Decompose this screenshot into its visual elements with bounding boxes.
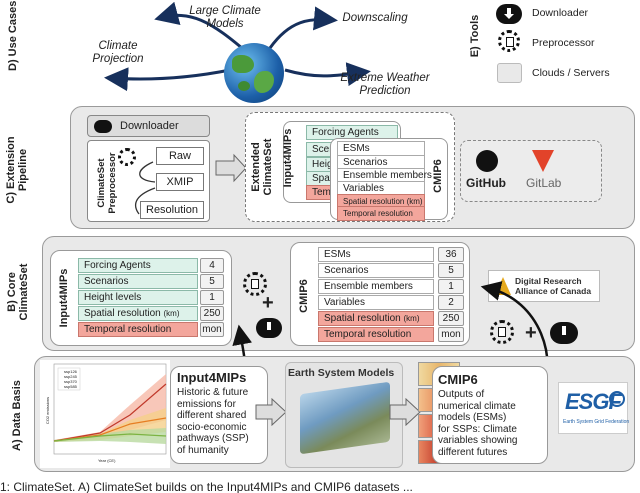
core-input-value: 5: [200, 274, 224, 289]
core-cmip-row: ESMs: [318, 247, 434, 262]
use-case-large-climate-models: Large Climate Models: [189, 5, 261, 30]
preprocessor-icon: [243, 272, 267, 296]
chart-xlabel: Year (CE): [98, 458, 116, 463]
core-input-value: 1: [200, 290, 224, 305]
section-label-core: B) Core ClimateSet: [6, 263, 30, 321]
figure-caption: 1: ClimateSet. A) ClimateSet builds on t…: [0, 480, 413, 493]
core-cmip-row: Scenarios: [318, 263, 434, 278]
alliance-label: Digital Research Alliance of Canada: [515, 276, 592, 296]
plus-icon: +: [262, 292, 274, 314]
input4mips-info-desc: Historic & future emissions for differen…: [177, 387, 249, 456]
downloader-icon: [550, 322, 578, 344]
use-case-climate-projection: Climate Projection: [92, 40, 144, 65]
github-label: GitHub: [466, 176, 506, 190]
esgf-sublabel: Earth System Grid Federation: [563, 419, 630, 425]
core-cmip-value: 1: [438, 279, 464, 294]
chart-ylabel: CO2 emissions: [45, 396, 51, 425]
core-cmip-row-unit: (km): [403, 314, 420, 323]
input4mips-info-box: [170, 366, 268, 464]
core-cmip-value: 36: [438, 247, 464, 262]
core-input4mips-label: Input4MIPs: [58, 268, 70, 328]
core-cmip-row: Variables: [318, 295, 434, 310]
input4mips-info-title: Input4MIPs: [177, 370, 247, 385]
ext-raw-box: Raw: [156, 147, 204, 165]
core-cmip-row: Spatial resolution (km): [318, 311, 434, 326]
gitlab-label: GitLab: [526, 176, 562, 190]
downloader-icon: [256, 318, 282, 338]
core-cmip-row: Temporal resolution: [318, 327, 434, 342]
tool-downloader-label: Downloader: [532, 7, 589, 19]
core-cmip-value: 2: [438, 295, 464, 310]
downloader-icon: [94, 120, 112, 133]
emissions-chart-svg: [53, 363, 167, 455]
core-cmip-value: 5: [438, 263, 464, 278]
ext-input4mips-label: Input4MIPs: [282, 128, 294, 188]
core-cmip-row-label: Spatial resolution: [324, 313, 401, 324]
use-case-downscaling: Downscaling: [342, 12, 408, 24]
core-input-row: Spatial resolution (km): [78, 306, 198, 321]
chart-legend-item: ssp126: [64, 369, 77, 374]
ext-downloader-label: Downloader: [120, 120, 179, 132]
core-input-row: Forcing Agents: [78, 258, 198, 273]
preprocessor-icon: [490, 320, 514, 344]
ext-cmip-row: Temporal resolution: [337, 206, 425, 221]
ext-downloader-bar: Downloader: [87, 115, 210, 137]
core-cmip-value: mon: [438, 327, 464, 342]
use-cases-arrows: [104, 1, 371, 92]
core-input-row: Scenarios: [78, 274, 198, 289]
preprocessor-icon: [118, 148, 136, 166]
core-input-row: Height levels: [78, 290, 198, 305]
core-cmip-row: Ensemble members: [318, 279, 434, 294]
cmip6-info-desc: Outputs of numerical climate models (ESM…: [438, 389, 518, 458]
chart-legend-item: ssp245: [64, 374, 77, 379]
alliance-logo-box: Digital Research Alliance of Canada: [488, 270, 600, 302]
chart-legend-item: ssp370: [64, 379, 77, 384]
esm-illustration: [300, 381, 390, 455]
downloader-icon: [496, 4, 522, 24]
core-input-row: Temporal resolution: [78, 322, 198, 337]
core-input-row-label: Spatial resolution: [84, 308, 161, 319]
core-cmip-value: 250: [438, 311, 464, 326]
ext-cmip-row: ESMs: [337, 141, 425, 156]
emissions-chart: ssp126 ssp245 ssp370 ssp585 Year (CE) CO…: [40, 360, 170, 468]
core-input-value: mon: [200, 322, 224, 337]
tool-preprocessor-label: Preprocessor: [532, 37, 595, 49]
earth-globe-icon: [224, 43, 284, 103]
gitlab-icon: [532, 150, 554, 172]
tool-clouds-label: Clouds / Servers: [532, 67, 610, 79]
ext-resolution-box: Resolution: [140, 201, 204, 219]
section-label-data-basis: A) Data Basis: [11, 380, 23, 451]
cmip6-info-box: [432, 366, 548, 464]
ext-preprocessor-label: ClimateSet Preprocessor: [96, 152, 118, 214]
ext-extended-label: Extended ClimateSet: [250, 138, 274, 196]
plus-icon: +: [525, 322, 537, 344]
data-arrow-2: [389, 398, 421, 426]
git-hosts-box: [460, 140, 602, 202]
ext-flow-arrows: [134, 161, 156, 215]
alliance-logo-icon: [495, 277, 511, 295]
core-cmip6-label: CMIP6: [298, 279, 310, 313]
chart-legend-item: ssp585: [64, 384, 77, 389]
esm-title: Earth System Models: [288, 367, 395, 379]
ext-xmip-box: XMIP: [156, 173, 204, 191]
core-input-row-unit: (km): [163, 309, 180, 318]
ext-big-arrow: [215, 153, 247, 183]
github-icon: [476, 150, 498, 172]
section-label-use-cases: D) Use Cases: [7, 0, 19, 71]
esgf-globe-icon: [609, 391, 625, 407]
preprocessor-icon: [498, 30, 520, 52]
esgf-logo-box: ESGF Earth System Grid Federation: [558, 382, 630, 434]
clouds-servers-swatch: [497, 63, 522, 83]
section-label-extension: C) Extension Pipeline: [5, 136, 29, 204]
core-input-value: 4: [200, 258, 224, 273]
cmip6-info-title: CMIP6: [438, 372, 478, 387]
core-input-value: 250: [200, 306, 224, 321]
section-label-tools: E) Tools: [469, 14, 481, 58]
use-case-extreme-weather: Extreme Weather Prediction: [340, 72, 430, 97]
data-arrow-1: [255, 398, 287, 426]
ext-cmip6-label: CMIP6: [432, 159, 444, 193]
